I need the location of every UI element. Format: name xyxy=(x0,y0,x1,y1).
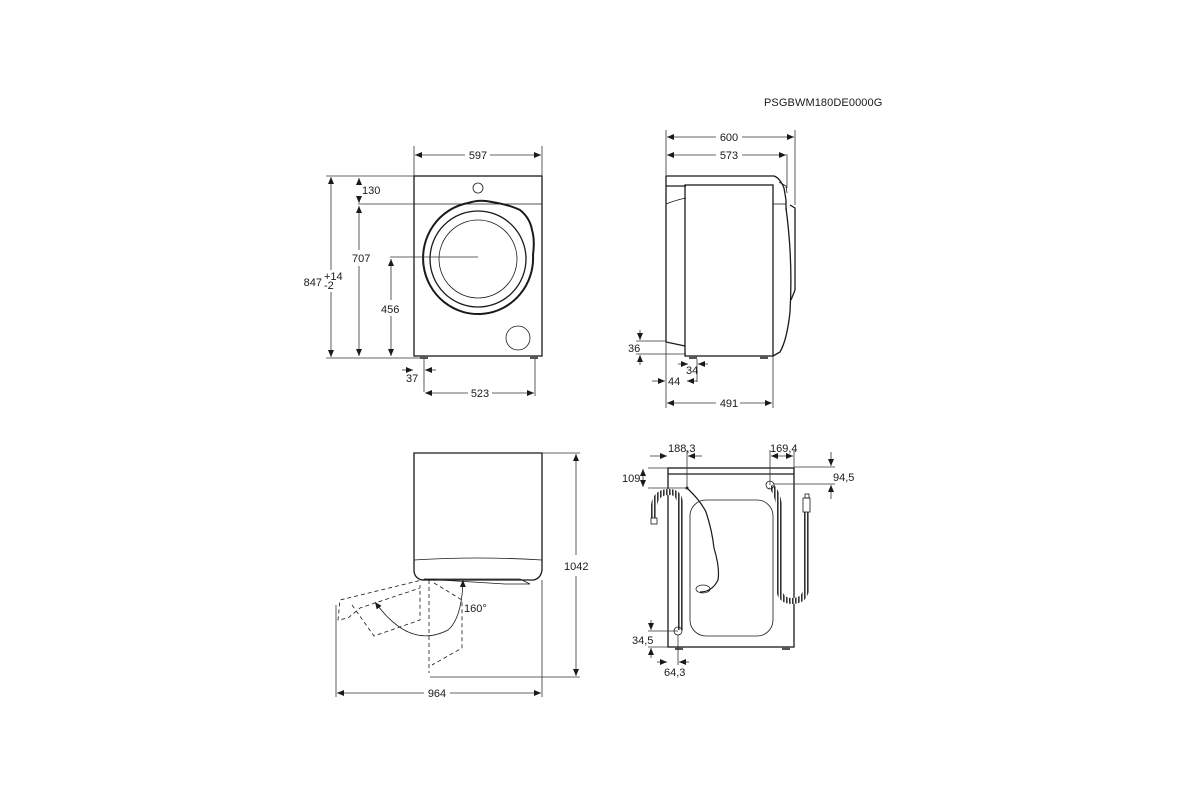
side-body xyxy=(684,184,774,357)
dim-door-center: 456 xyxy=(381,304,399,316)
front-body-outline xyxy=(413,175,543,357)
door-glass xyxy=(438,219,518,299)
dim-depth-to-door: 573 xyxy=(720,150,738,162)
program-knob-icon xyxy=(472,182,484,194)
rear-view: 188,3 109 169,4 94,5 34,5 64,3 xyxy=(622,443,854,679)
dim-total-height: 847 xyxy=(304,277,322,289)
inlet-connector-icon xyxy=(802,497,811,513)
open-door-outline xyxy=(337,578,427,621)
top-body xyxy=(413,452,543,581)
dim-power-cord-offset: 188,3 xyxy=(668,443,696,455)
dim-top-panel: 130 xyxy=(362,185,380,197)
dim-body-depth: 491 xyxy=(720,398,738,410)
dim-inlet-offset: 169,4 xyxy=(770,443,798,455)
drain-hose xyxy=(651,488,683,630)
dim-foot-span: 523 xyxy=(471,388,489,400)
rear-panel xyxy=(689,499,774,637)
foot-left xyxy=(420,356,428,359)
model-code: PSGBWM180DE0000G xyxy=(764,97,883,109)
power-plug-icon xyxy=(695,584,711,594)
filter-cover xyxy=(505,325,531,351)
door-ring xyxy=(429,210,527,308)
front-view: 597 847 +14 -2 130 707 456 37 523 xyxy=(304,146,543,400)
dim-top-band: 109 xyxy=(622,473,640,485)
dim-inlet-height: 94,5 xyxy=(833,472,854,484)
dim-door-top-height: 707 xyxy=(352,253,370,265)
dim-front-width: 597 xyxy=(469,150,487,162)
top-view: 160° 1042 964 xyxy=(335,452,588,700)
angle-arc xyxy=(374,579,466,637)
foot-right xyxy=(530,356,538,359)
dim-door-angle: 160° xyxy=(464,603,487,615)
dim-rear-step: 36 xyxy=(628,343,640,355)
dim-foot-offset: 37 xyxy=(406,373,418,385)
door-outer xyxy=(422,199,535,316)
dim-drain-offset: 64,3 xyxy=(664,667,685,679)
dim-door-open-depth: 964 xyxy=(428,688,446,700)
power-cord xyxy=(686,487,720,593)
inlet-hose xyxy=(768,483,809,605)
dim-rear-foot-offset: 44 xyxy=(668,376,680,388)
dim-overall-depth: 600 xyxy=(720,132,738,144)
side-view: 600 573 36 34 44 491 xyxy=(628,130,796,410)
dim-total-height-tol-plus: +14 xyxy=(324,271,343,283)
rear-body xyxy=(667,467,795,648)
dim-drain-height: 34,5 xyxy=(632,635,653,647)
dim-foot-width: 34 xyxy=(686,365,698,377)
dim-door-open-height: 1042 xyxy=(564,561,588,573)
side-door-profile xyxy=(772,207,792,357)
dim-total-height-tol-minus: -2 xyxy=(324,280,334,292)
